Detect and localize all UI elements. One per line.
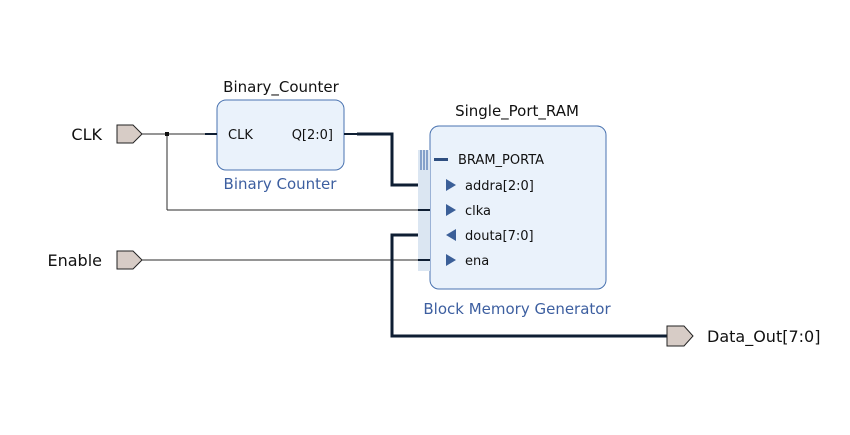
- ram-pin-clka: clka: [465, 204, 491, 219]
- binary-counter-pin-q: Q[2:0]: [292, 128, 333, 143]
- ram-instance-name: Single_Port_RAM: [455, 102, 579, 121]
- binary-counter-instance-name: Binary_Counter: [223, 78, 339, 97]
- port-enable[interactable]: Enable: [48, 250, 143, 270]
- port-clk[interactable]: CLK: [71, 124, 143, 144]
- single-port-ram-block[interactable]: Single_Port_RAM BRAM_PORTA addra[2:0] cl…: [418, 102, 611, 318]
- douta-to-dataout-bus[interactable]: [390, 233, 667, 338]
- wires: [141, 132, 667, 338]
- input-arrow-icon: [446, 179, 456, 191]
- output-port-icon: [666, 325, 694, 347]
- interface-collapse-icon[interactable]: [434, 158, 448, 161]
- q-to-addra-bus[interactable]: [357, 132, 430, 187]
- input-port-icon: [116, 250, 143, 270]
- bram-interface-icon: [420, 150, 428, 170]
- ram-pin-addra: addra[2:0]: [465, 179, 534, 194]
- port-clk-label: CLK: [71, 125, 102, 144]
- output-arrow-icon: [446, 229, 456, 241]
- clk-junction-dot: [165, 132, 169, 136]
- ram-interface-label: BRAM_PORTA: [458, 153, 544, 168]
- input-arrow-icon: [446, 254, 456, 266]
- ram-body[interactable]: [429, 125, 607, 290]
- input-port-icon: [116, 124, 143, 144]
- binary-counter-pin-clk: CLK: [228, 128, 253, 143]
- binary-counter-ip-name: Binary Counter: [224, 175, 338, 193]
- binary-counter-block[interactable]: Binary_Counter CLK Q[2:0] Binary Counter: [205, 78, 357, 193]
- ram-pin-ena: ena: [465, 254, 489, 269]
- port-enable-label: Enable: [48, 251, 103, 270]
- input-arrow-icon: [446, 204, 456, 216]
- port-data-out-label: Data_Out[7:0]: [707, 327, 820, 347]
- ram-ip-name: Block Memory Generator: [423, 300, 611, 318]
- port-data-out[interactable]: Data_Out[7:0]: [666, 325, 820, 347]
- ram-pin-douta: douta[7:0]: [465, 229, 534, 244]
